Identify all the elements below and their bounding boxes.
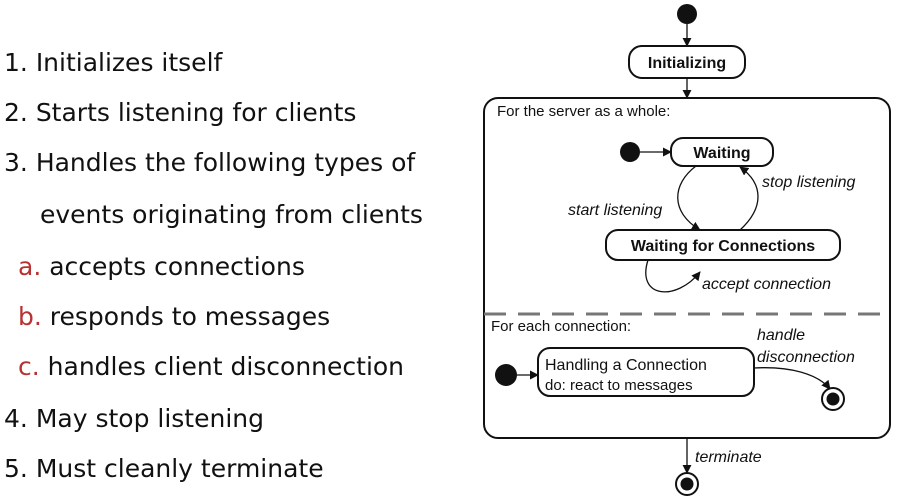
list-subitem: a. accepts connections — [18, 252, 305, 281]
state-label: Initializing — [648, 55, 726, 72]
state-waiting-for-connections: Waiting for Connections — [605, 229, 841, 261]
state-label: Handling a Connection — [545, 357, 707, 374]
list-text: Handles the following types of — [35, 148, 416, 177]
accept-connection-transition — [645, 259, 701, 293]
list-text: responds to messages — [49, 302, 331, 331]
list-marker: c. — [18, 352, 40, 381]
list-text: accepts connections — [49, 252, 305, 281]
state-activity: do: react to messages — [545, 377, 693, 394]
state-waiting: Waiting — [670, 137, 774, 167]
terminate-label: terminate — [695, 449, 762, 466]
list-marker: 4. — [4, 404, 28, 433]
region-label-connection: For each connection: — [491, 318, 631, 335]
state-initializing: Initializing — [628, 45, 746, 79]
final-state — [675, 472, 699, 496]
list-text: handles client disconnection — [47, 352, 405, 381]
list-subitem: b. responds to messages — [18, 302, 330, 331]
event-list: 1. Initializes itself 2. Starts listenin… — [4, 48, 423, 483]
list-item: 5. Must cleanly terminate — [4, 454, 324, 483]
initial-state — [677, 4, 697, 24]
list-item: 1. Initializes itself — [4, 48, 222, 77]
list-item: 2. Starts listening for clients — [4, 98, 356, 127]
handle-label-line2: disconnection — [757, 349, 855, 366]
state-label: Waiting — [693, 145, 750, 162]
list-text: Initializes itself — [35, 48, 223, 77]
initial-state — [495, 364, 517, 386]
list-marker: 1. — [4, 48, 28, 77]
start-listening-transition — [677, 165, 701, 231]
list-text: May stop listening — [35, 404, 264, 433]
list-item: 3. Handles the following types of — [4, 148, 415, 177]
list-text: Must cleanly terminate — [35, 454, 324, 483]
final-state — [821, 387, 845, 411]
state-diagram: Initializing For the server as a whole: … — [483, 4, 891, 496]
handle-disconnection-transition — [753, 367, 831, 390]
list-marker: 2. — [4, 98, 28, 127]
start-listening-label: start listening — [568, 202, 662, 219]
list-marker: 3. — [4, 148, 28, 177]
list-item-continuation: events originating from clients — [40, 200, 423, 229]
list-marker: b. — [18, 302, 42, 331]
list-item: 4. May stop listening — [4, 404, 264, 433]
list-text: events originating from clients — [40, 200, 423, 229]
initial-state — [620, 142, 640, 162]
stop-listening-transition — [739, 166, 759, 231]
accept-connection-label: accept connection — [702, 276, 831, 293]
list-subitem: c. handles client disconnection — [18, 352, 404, 381]
handle-label-line1: handle — [757, 327, 805, 344]
state-handling-connection: Handling a Connection do: react to messa… — [537, 347, 755, 397]
list-marker: 5. — [4, 454, 28, 483]
state-label: Waiting for Connections — [631, 238, 815, 255]
region-label-server: For the server as a whole: — [497, 103, 670, 120]
list-marker: a. — [18, 252, 42, 281]
list-text: Starts listening for clients — [35, 98, 357, 127]
stop-listening-label: stop listening — [762, 174, 855, 191]
